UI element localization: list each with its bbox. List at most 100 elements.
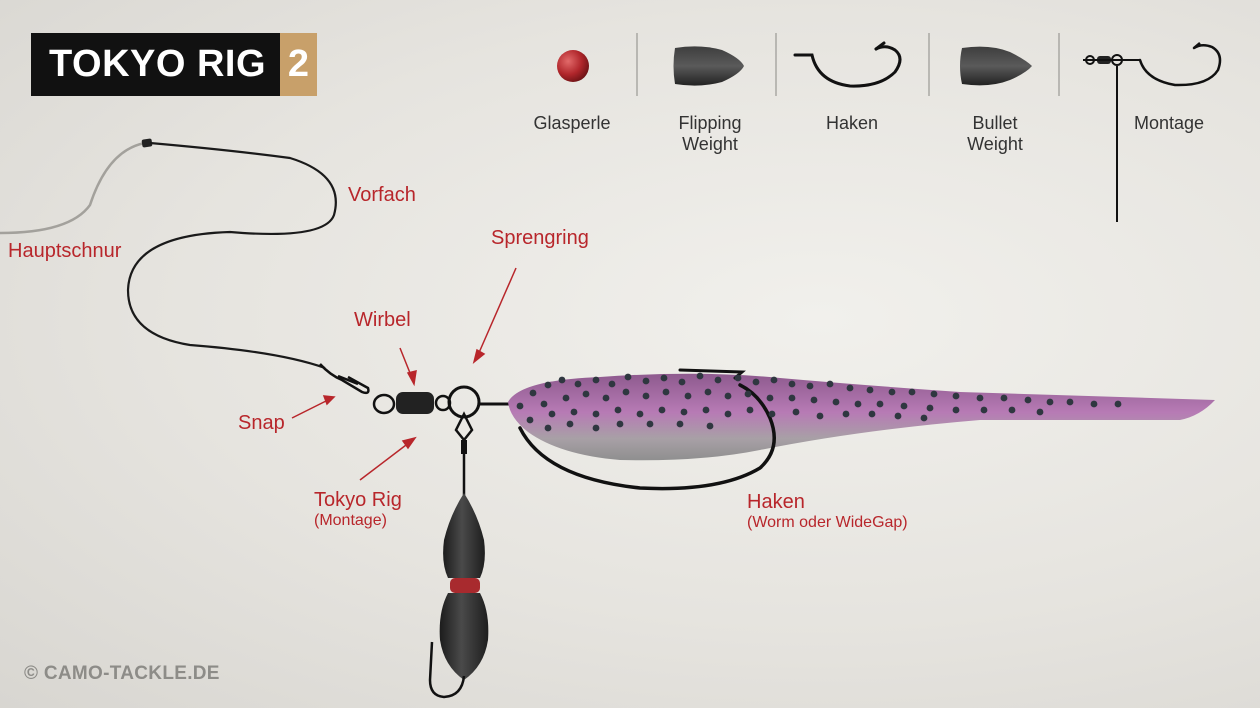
bait-spot	[558, 376, 566, 384]
bait-spot	[602, 394, 610, 402]
bait-spot	[788, 394, 796, 402]
bait-spot	[574, 380, 582, 388]
bullet-weight-icon	[960, 46, 1032, 86]
label-haken: Haken	[747, 491, 805, 513]
legend-flipping-weight-line2: Weight	[682, 134, 738, 154]
bait-spot	[616, 420, 624, 428]
bait-spot	[676, 420, 684, 428]
bait-spot	[662, 388, 670, 396]
bait-spot	[614, 406, 622, 414]
bait-spot	[592, 424, 600, 432]
title-badge: TOKYO RIG 2	[31, 33, 317, 96]
bait-spot	[842, 410, 850, 418]
bait-spot	[868, 410, 876, 418]
label-haken-sub: (Worm oder WideGap)	[747, 514, 908, 531]
bait-spot	[660, 374, 668, 382]
bait-spot	[566, 420, 574, 428]
bait-spot	[714, 376, 722, 384]
bait-spot	[544, 424, 552, 432]
bait-spot	[1000, 394, 1008, 402]
label-tokyo-rig-sub: (Montage)	[314, 512, 387, 529]
bait-spot	[624, 373, 632, 381]
label-hauptschnur: Hauptschnur	[8, 240, 122, 262]
lower-weight	[439, 593, 489, 680]
bait-spot	[724, 410, 732, 418]
main-line	[0, 141, 146, 235]
flipping-weight-icon	[673, 46, 744, 86]
bait-spot	[846, 384, 854, 392]
bait-spot	[544, 381, 552, 389]
bait-spot	[702, 406, 710, 414]
title-number: 2	[280, 33, 317, 96]
bait-hook	[518, 383, 776, 491]
bait-spot	[854, 400, 862, 408]
bait-spot	[832, 398, 840, 406]
bait-spot	[806, 382, 814, 390]
bait-spot	[1036, 408, 1044, 416]
tokyo-rig-arm	[454, 411, 474, 495]
hook-icon	[793, 45, 902, 88]
bait-spot	[952, 392, 960, 400]
bait-spot	[642, 377, 650, 385]
bait-spot	[1008, 406, 1016, 414]
bait-spot	[1046, 398, 1054, 406]
bait-spot	[930, 390, 938, 398]
label-sprengring: Sprengring	[491, 227, 589, 249]
bait-spot	[876, 400, 884, 408]
bait-spot	[622, 388, 630, 396]
bait-spot	[1090, 400, 1098, 408]
bait-spot	[908, 388, 916, 396]
bait-spot	[894, 412, 902, 420]
bait-spot	[529, 389, 537, 397]
bait-spot	[642, 392, 650, 400]
label-tokyo-rig: Tokyo Rig	[314, 489, 402, 511]
glass-bead-icon	[557, 50, 589, 82]
bait-spot	[706, 422, 714, 430]
bait-spot	[920, 414, 928, 422]
bait-spot	[658, 406, 666, 414]
legend-montage: Montage	[1133, 113, 1205, 133]
legend-dividers	[636, 33, 1060, 96]
bait-spot	[526, 416, 534, 424]
legend-bullet-weight-line2: Weight	[967, 134, 1023, 154]
bait-spot	[680, 408, 688, 416]
bait-spot	[592, 410, 600, 418]
copyright-text: © CAMO-TACKLE.DE	[24, 663, 220, 684]
bait-spot	[788, 380, 796, 388]
upper-weight	[443, 493, 485, 578]
bait-spot	[792, 408, 800, 416]
label-snap: Snap	[238, 412, 285, 434]
bait-spot	[766, 394, 774, 402]
leader-line	[126, 141, 337, 370]
bait-spot	[770, 376, 778, 384]
split-ring-eye	[434, 394, 452, 412]
legend-flipping-weight-line1: Flipping	[678, 113, 742, 133]
bait-spot	[810, 396, 818, 404]
bait-spot	[976, 394, 984, 402]
bait-spot	[724, 392, 732, 400]
bait-spot	[592, 376, 600, 384]
bait-spot	[744, 390, 752, 398]
bait-spot	[866, 386, 874, 394]
bait-spot	[926, 404, 934, 412]
bait-spot	[678, 378, 686, 386]
hook-barb	[874, 41, 886, 51]
bait-spots	[516, 372, 1122, 432]
bait-spot	[540, 400, 548, 408]
bait-spot	[516, 402, 524, 410]
bait-spot	[980, 406, 988, 414]
bait-spot	[646, 420, 654, 428]
bait-spot	[752, 378, 760, 386]
bait-spot	[684, 392, 692, 400]
bait-spot	[952, 406, 960, 414]
legend-bullet-weight: Bullet Weight	[945, 113, 1045, 155]
swivel	[396, 392, 434, 414]
bait-spot	[696, 372, 704, 380]
bait-spot	[888, 388, 896, 396]
legend-glasperle: Glasperle	[533, 113, 611, 133]
bait-spot	[1066, 398, 1074, 406]
bait-spot	[582, 390, 590, 398]
bait-spot	[704, 388, 712, 396]
bait-spot	[826, 380, 834, 388]
